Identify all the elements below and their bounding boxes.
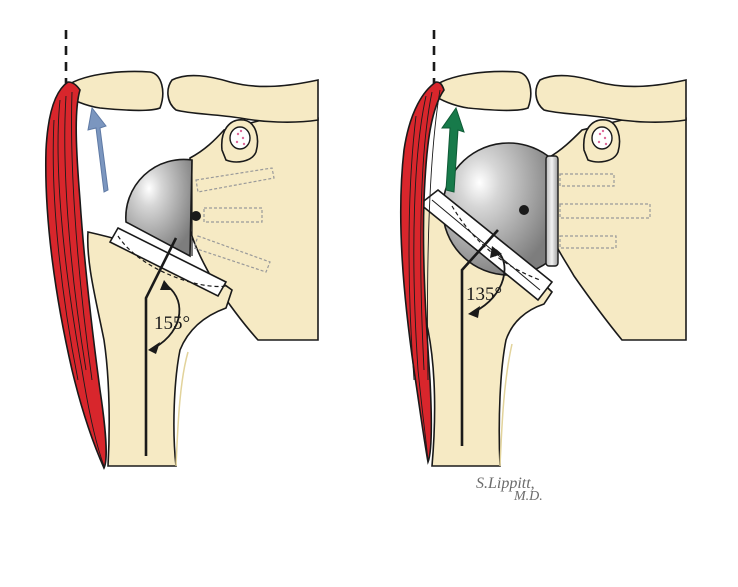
- left-center-of-rotation: [191, 211, 201, 221]
- left-polyethylene-tray: [108, 226, 228, 298]
- left-stem-axis: [144, 237, 178, 456]
- left-acromion: [63, 70, 164, 112]
- right-acromion: [431, 70, 532, 112]
- left-glenoid-screws: [193, 167, 275, 273]
- signature-degree: M.D.: [513, 489, 543, 504]
- left-force-arrow: [87, 106, 109, 193]
- signature-name: S.Lippitt,: [476, 475, 535, 492]
- right-coracoid-section: [591, 126, 613, 150]
- right-force-arrow: [441, 106, 465, 193]
- left-coracoid-section: [229, 126, 251, 150]
- right-panel: 135° S.Lippitt, M.D.: [399, 30, 687, 504]
- left-clavicle: [167, 74, 319, 123]
- right-baseplate: [545, 155, 559, 267]
- left-panel: 155°: [44, 30, 319, 470]
- right-glenoid-screws: [559, 173, 651, 249]
- right-clavicle: [535, 74, 687, 123]
- left-angle-label: 155°: [154, 313, 190, 334]
- right-scapula: [547, 114, 687, 341]
- left-humeral-head: [125, 158, 193, 258]
- right-angle-label: 135°: [466, 284, 502, 305]
- right-stem-axis: [460, 229, 499, 446]
- right-center-of-rotation: [519, 205, 529, 215]
- artist-signature: S.Lippitt, M.D.: [476, 475, 543, 504]
- right-deltoid-muscle: [399, 81, 445, 465]
